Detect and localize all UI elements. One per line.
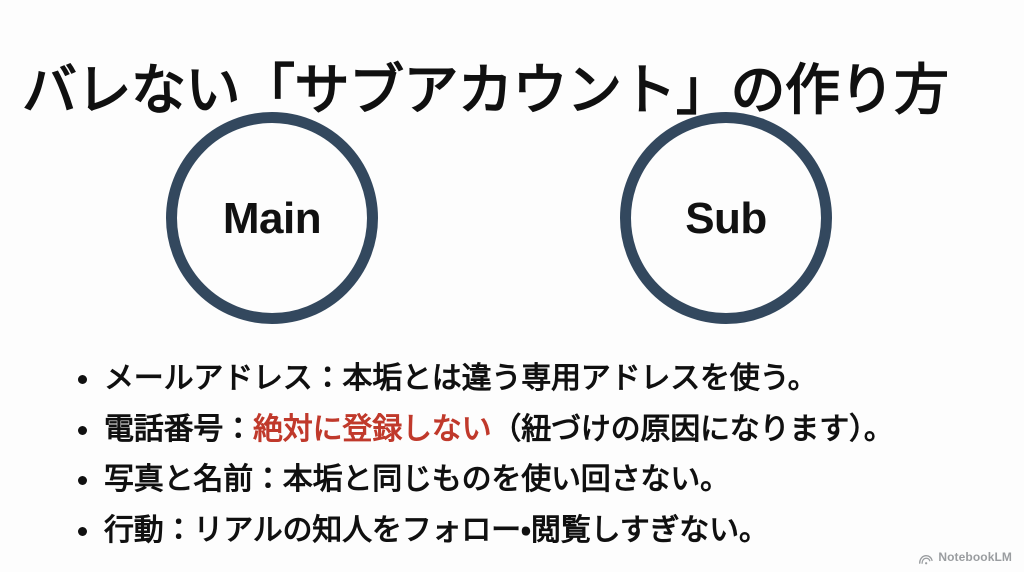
list-item-lead: 行動：リアルの知人をフォロー・閲覧しすぎない。 xyxy=(104,513,769,547)
bullet-dot-icon xyxy=(78,527,87,537)
account-diagram: Main Sub xyxy=(0,112,1024,344)
list-item: 写真と名前：本垢と同じものを使い回さない。 xyxy=(72,459,1002,502)
list-item-lead: 写真と名前：本垢と同じものを使い回さない。 xyxy=(104,463,730,497)
page-title: バレない「サブアカウント」の作り方 xyxy=(22,58,949,121)
list-item: メールアドレス：本垢とは違う専用アドレスを使う。 xyxy=(72,358,1002,401)
notebooklm-watermark-label: NotebookLM xyxy=(938,550,1012,564)
notebooklm-logo-icon xyxy=(919,552,934,564)
list-item: 電話番号：絶対に登録しない（紐づけの原因になります）。 xyxy=(72,409,1002,452)
list-item-lead: メールアドレス：本垢とは違う専用アドレスを使う。 xyxy=(104,362,818,395)
sub-account-label: Sub xyxy=(685,194,767,243)
main-account-circle: Main xyxy=(166,112,378,324)
list-item-lead: 電話番号： xyxy=(104,412,253,446)
list-item-accent: 絶対に登録しない xyxy=(253,412,492,446)
bullet-dot-icon xyxy=(78,425,87,435)
list-item: 行動：リアルの知人をフォロー・閲覧しすぎない。 xyxy=(72,510,1002,553)
bullet-dot-icon xyxy=(78,476,87,486)
notebooklm-watermark: NotebookLM xyxy=(919,550,1012,564)
tips-list: メールアドレス：本垢とは違う専用アドレスを使う。 電話番号：絶対に登録しない（紐… xyxy=(72,358,1002,560)
main-account-label: Main xyxy=(222,194,322,243)
sub-account-circle: Sub xyxy=(620,112,832,324)
list-item-tail: （紐づけの原因になります）。 xyxy=(491,412,894,446)
bullet-dot-icon xyxy=(78,375,87,385)
